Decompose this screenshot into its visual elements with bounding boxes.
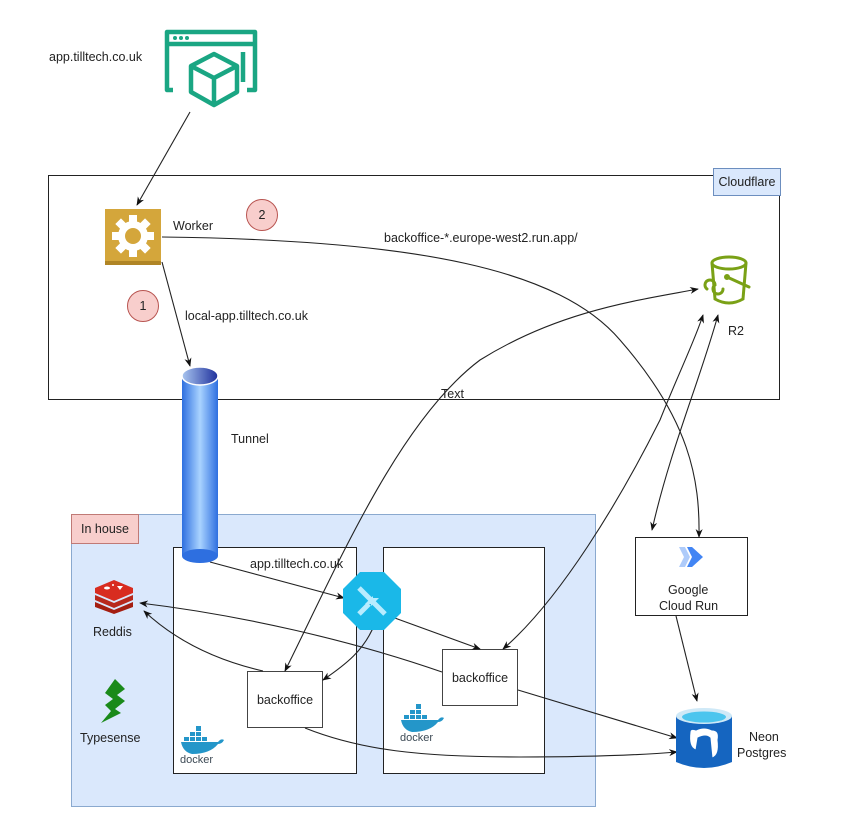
backoffice-label-2: backoffice — [451, 670, 509, 685]
backoffice-label-1: backoffice — [256, 692, 314, 707]
browser-cube-icon — [164, 29, 258, 108]
redis-label: Reddis — [93, 625, 132, 639]
stray-text-label: Text — [441, 387, 464, 401]
lightning-icon[interactable] — [101, 679, 129, 723]
edge-label-cloudrun-url: backoffice-*.europe-west2.run.app/ — [384, 231, 578, 245]
edge-label-local-app: local-app.tilltech.co.uk — [185, 309, 308, 323]
cloud-run-label-line2: Cloud Run — [659, 599, 719, 613]
cylinder-pipe-icon[interactable] — [180, 364, 220, 564]
edge-label-app-url: app.tilltech.co.uk — [250, 557, 344, 571]
edge-cloudrun-neon — [675, 615, 699, 702]
step-badge-2: 2 — [246, 199, 278, 231]
load-balancer-icon[interactable] — [343, 572, 401, 630]
web-app-label: app.tilltech.co.uk — [49, 50, 143, 64]
in-house-group-label: In house — [71, 514, 139, 544]
bucket-icon[interactable] — [701, 253, 757, 309]
step-badge-1: 1 — [127, 290, 159, 322]
cloud-run-label-line1: Google — [668, 583, 709, 597]
backoffice-node-2[interactable]: backoffice — [442, 649, 518, 706]
docker-wordmark-1: docker — [180, 754, 213, 764]
docker-wordmark-2: docker — [400, 732, 433, 742]
tunnel-label: Tunnel — [231, 432, 269, 446]
cloud-run-icon — [679, 547, 703, 567]
redis-icon[interactable] — [93, 580, 135, 614]
worker-label: Worker — [173, 219, 214, 233]
postgres-database-icon[interactable] — [676, 708, 732, 770]
neon-label-line2: Postgres — [737, 746, 787, 760]
r2-label: R2 — [728, 324, 744, 338]
docker-whale-icon: docker — [180, 726, 224, 764]
neon-label-line1: Neon — [749, 730, 779, 744]
cloudflare-group-label: Cloudflare — [713, 168, 781, 196]
docker-whale-icon: docker — [400, 704, 444, 742]
gear-icon[interactable] — [105, 209, 161, 265]
backoffice-node-1[interactable]: backoffice — [247, 671, 323, 728]
typesense-label: Typesense — [80, 731, 141, 745]
